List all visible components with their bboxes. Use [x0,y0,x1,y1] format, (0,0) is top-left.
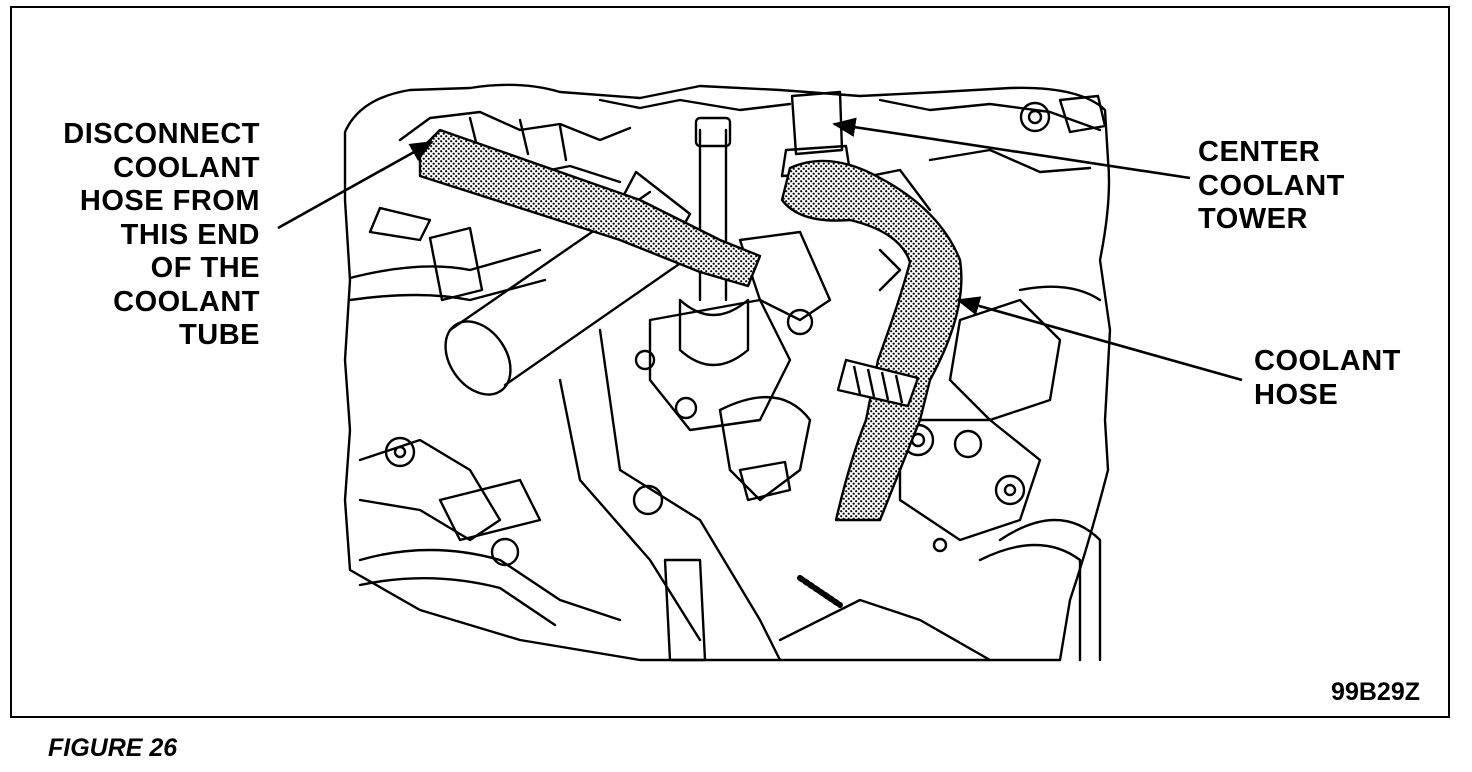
arrow-left-callout [277,140,434,230]
bolt-right-2 [953,429,983,459]
left-lower-tube [348,248,542,280]
figure-code: 99B29Z [1331,678,1420,706]
tube-end-left [444,320,512,396]
stud-lower [797,575,843,608]
callout-disconnect-hose: DISCONNECT COOLANT HOSE FROM THIS END OF… [63,118,260,351]
pulley-right [998,518,1102,662]
arrow-hose-callout [956,296,1243,382]
coolant-hose-stippled [780,159,963,522]
coolant-tube-stippled [418,128,762,288]
upper-right-bolt [1019,101,1051,133]
lower-post [663,558,707,662]
right-block [948,298,1062,422]
connector-right [1058,94,1107,134]
arrow-tower-callout [832,117,1191,180]
engine-outline [343,83,1112,662]
upper-rib [598,98,792,112]
callout-center-coolant-tower: CENTER COOLANT TOWER [1198,136,1345,235]
hose-clamp [836,358,920,408]
coolant-tower [790,90,844,156]
clamp-left [428,226,484,302]
lower-hose-left [358,548,622,622]
distributor [718,395,812,502]
intake-runner-1 [398,110,632,142]
lower-bracket-left [358,438,502,542]
main-tube-lower [503,244,707,387]
figure-caption: FIGURE 26 [48,734,178,762]
center-body [598,328,782,662]
callout-coolant-hose: COOLANT HOSE [1254,345,1401,411]
bolt-right-3 [994,474,1026,506]
figure-frame [10,6,1450,718]
